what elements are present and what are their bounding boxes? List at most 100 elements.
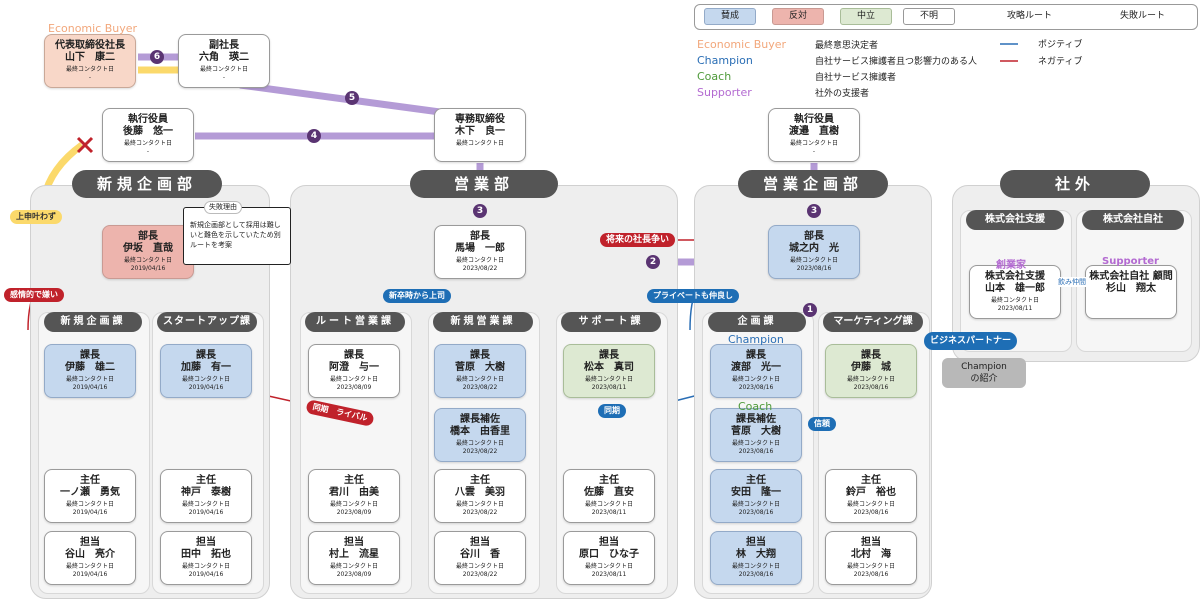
card-contact-date: 2023/08/16 xyxy=(738,509,774,516)
legend-favor: 賛成 xyxy=(704,8,756,25)
tag-rejected: 上申叶わず xyxy=(10,210,62,224)
card-contact-label: 最終コンタクト日 xyxy=(329,501,378,508)
card-title: 副社長 xyxy=(209,40,239,51)
card-title: 課長 xyxy=(861,350,881,361)
fail-reason-box xyxy=(183,207,291,265)
card-contact-label: 最終コンタクト日 xyxy=(455,563,504,570)
tag-drinking: 飲み仲間 xyxy=(1058,277,1086,287)
card-name: 伊藤 城 xyxy=(851,362,891,373)
person-card-shunin-kanbe[interactable]: 主任 神戸 泰樹 最終コンタクト日 2019/04/16 xyxy=(160,469,252,523)
legend-failed-route: 失敗ルート xyxy=(1120,11,1166,21)
card-contact-label: 最終コンタクト日 xyxy=(455,376,504,383)
person-card-kacho-sugahara[interactable]: 課長 菅原 大樹 最終コンタクト日 2023/08/22 xyxy=(434,344,526,398)
card-name: 伊藤 雄二 xyxy=(65,362,115,373)
person-card-bucho-isaka[interactable]: 部長 伊坂 直哉 最終コンタクト日 2019/04/16 xyxy=(102,225,194,279)
card-contact-label: 最終コンタクト日 xyxy=(455,501,504,508)
card-contact-date: 2019/04/16 xyxy=(130,265,166,272)
person-card-bucho-mabashi[interactable]: 部長 馬場 一郎 最終コンタクト日 2023/08/22 xyxy=(434,225,526,279)
person-card-shunin-kamado[interactable]: 主任 鈴戸 裕也 最終コンタクト日 2023/08/16 xyxy=(825,469,917,523)
person-card-vp[interactable]: 副社長 六角 瑛二 最終コンタクト日 - xyxy=(178,34,270,88)
person-card-kacho-ito[interactable]: 課長 伊藤 雄二 最終コンタクト日 2019/04/16 xyxy=(44,344,136,398)
card-title: 主任 xyxy=(470,475,490,486)
person-card-ceo[interactable]: 代表取締役社長 山下 康二 最終コンタクト日 - xyxy=(44,34,136,88)
card-contact-label: 最終コンタクト日 xyxy=(990,297,1039,304)
card-contact-label: 最終コンタクト日 xyxy=(731,440,780,447)
role-coach: Coach xyxy=(738,400,773,413)
card-title: 主任 xyxy=(80,475,100,486)
card-contact-label: 最終コンタクト日 xyxy=(65,376,114,383)
person-card-kacho-azumi[interactable]: 課長 阿澄 与一 最終コンタクト日 2023/08/09 xyxy=(308,344,400,398)
fail-reason-title: 失敗理由 xyxy=(204,201,242,214)
section-shinki-ka-label: 新規企画課 xyxy=(44,312,142,332)
section-route-ka-label: ルート営業課 xyxy=(305,312,405,332)
card-contact-label: 最終コンタクト日 xyxy=(789,257,838,264)
person-card-bucho-jonouchi[interactable]: 部長 城之内 光 最終コンタクト日 2023/08/16 xyxy=(768,225,860,279)
card-contact-date: 2023/08/16 xyxy=(738,448,774,455)
tag-champion-intro: Champion の紹介 xyxy=(942,358,1026,388)
person-card-tanto-harahara[interactable]: 担当 原口 ひな子 最終コンタクト日 2023/08/11 xyxy=(563,531,655,585)
person-card-ext-yamamoto[interactable]: 株式会社支援 山本 雄一郎 最終コンタクト日 2023/08/11 xyxy=(969,265,1061,319)
person-card-tanto-tanaka[interactable]: 担当 田中 拓也 最終コンタクト日 2019/04/16 xyxy=(160,531,252,585)
person-card-kacho-matsumoto[interactable]: 課長 松本 真司 最終コンタクト日 2023/08/11 xyxy=(563,344,655,398)
route-step-6: 6 xyxy=(150,50,164,64)
card-contact-date: 2023/08/11 xyxy=(591,384,627,391)
person-card-shunin-ichinose[interactable]: 主任 一ノ瀬 勇気 最終コンタクト日 2019/04/16 xyxy=(44,469,136,523)
card-name: 木下 良一 xyxy=(455,126,505,137)
person-card-shunin-yasuda[interactable]: 主任 安田 隆一 最終コンタクト日 2023/08/16 xyxy=(710,469,802,523)
card-contact-date: 2019/04/16 xyxy=(72,384,108,391)
card-contact-label: 最終コンタクト日 xyxy=(181,501,230,508)
person-card-kacho-watanabe[interactable]: 課長 渡部 光一 最終コンタクト日 2023/08/16 xyxy=(710,344,802,398)
card-contact-label: 最終コンタクト日 xyxy=(455,140,504,147)
person-card-exec-goto[interactable]: 執行役員 後藤 悠一 最終コンタクト日 - xyxy=(102,108,194,162)
card-name: 鈴戸 裕也 xyxy=(846,487,896,498)
card-contact-date: 2023/08/16 xyxy=(738,384,774,391)
person-card-shunin-sato[interactable]: 主任 佐藤 直安 最終コンタクト日 2023/08/11 xyxy=(563,469,655,523)
card-title: 担当 xyxy=(599,537,619,548)
tag-dislike: 感情的で嫌い xyxy=(4,288,64,302)
card-title: 主任 xyxy=(746,475,766,486)
person-card-tanto-taniyama[interactable]: 担当 谷山 亮介 最終コンタクト日 2019/04/16 xyxy=(44,531,136,585)
person-card-hosa-sugawara[interactable]: 課長補佐 菅原 大樹 最終コンタクト日 2023/08/16 xyxy=(710,408,802,462)
person-card-tanto-kitamura[interactable]: 担当 北村 海 最終コンタクト日 2023/08/16 xyxy=(825,531,917,585)
person-card-tanto-murakami[interactable]: 担当 村上 流星 最終コンタクト日 2023/08/09 xyxy=(308,531,400,585)
card-title: 株式会社自社 顧問 xyxy=(1089,271,1173,282)
legend-negative: ネガティブ xyxy=(1038,57,1083,67)
person-card-director-kinoshita[interactable]: 専務取締役 木下 良一 最終コンタクト日 xyxy=(434,108,526,162)
card-contact-date: - xyxy=(812,148,816,155)
card-name: 菅原 大樹 xyxy=(455,362,505,373)
person-card-exec-watanabe[interactable]: 執行役員 渡邉 直樹 最終コンタクト日 - xyxy=(768,108,860,162)
dept-eigyo-kikaku-label: 営業企画部 xyxy=(738,170,888,198)
card-name: 田中 拓也 xyxy=(181,549,231,560)
card-contact-label: 最終コンタクト日 xyxy=(846,501,895,508)
card-name: 君川 由美 xyxy=(329,487,379,498)
card-contact-label: 最終コンタクト日 xyxy=(846,376,895,383)
card-contact-label: 最終コンタクト日 xyxy=(584,501,633,508)
card-contact-date: 2023/08/22 xyxy=(462,509,498,516)
person-card-shunin-kimikawa[interactable]: 主任 君川 由美 最終コンタクト日 2023/08/09 xyxy=(308,469,400,523)
role-supporter: Supporter xyxy=(1102,256,1159,267)
card-contact-date: 2023/08/11 xyxy=(591,571,627,578)
role-founder: 創業家 xyxy=(996,260,1026,271)
person-card-tanto-hayashi[interactable]: 担当 林 大翔 最終コンタクト日 2023/08/16 xyxy=(710,531,802,585)
card-title: 担当 xyxy=(470,537,490,548)
card-name: 城之内 光 xyxy=(789,243,839,254)
card-contact-date: 2019/04/16 xyxy=(72,571,108,578)
card-contact-date: 2019/04/16 xyxy=(188,571,224,578)
person-card-tanto-tanigawa[interactable]: 担当 谷川 香 最終コンタクト日 2023/08/22 xyxy=(434,531,526,585)
person-card-shunin-yakumo[interactable]: 主任 八雲 美羽 最終コンタクト日 2023/08/22 xyxy=(434,469,526,523)
person-card-ext-sugiyama[interactable]: 株式会社自社 顧問 杉山 翔太 xyxy=(1085,265,1177,319)
card-name: 一ノ瀬 勇気 xyxy=(60,487,120,498)
card-contact-date: 2023/08/16 xyxy=(853,509,889,516)
card-name: 八雲 美羽 xyxy=(455,487,505,498)
card-name: 山下 康二 xyxy=(65,52,115,63)
person-card-kacho-kato[interactable]: 課長 加藤 有一 最終コンタクト日 2019/04/16 xyxy=(160,344,252,398)
section-support-company-label: 株式会社支援 xyxy=(966,210,1064,230)
card-name: 六角 瑛二 xyxy=(199,52,249,63)
card-contact-label: 最終コンタクト日 xyxy=(329,563,378,570)
card-title: 担当 xyxy=(861,537,881,548)
card-contact-date: 2023/08/22 xyxy=(462,384,498,391)
card-contact-date: 2023/08/22 xyxy=(462,448,498,455)
route-step-3b: 3 xyxy=(807,204,821,218)
person-card-hosa-hashimoto[interactable]: 課長補佐 橋本 由香里 最終コンタクト日 2023/08/22 xyxy=(434,408,526,462)
person-card-kacho-ito2[interactable]: 課長 伊藤 城 最終コンタクト日 2023/08/16 xyxy=(825,344,917,398)
